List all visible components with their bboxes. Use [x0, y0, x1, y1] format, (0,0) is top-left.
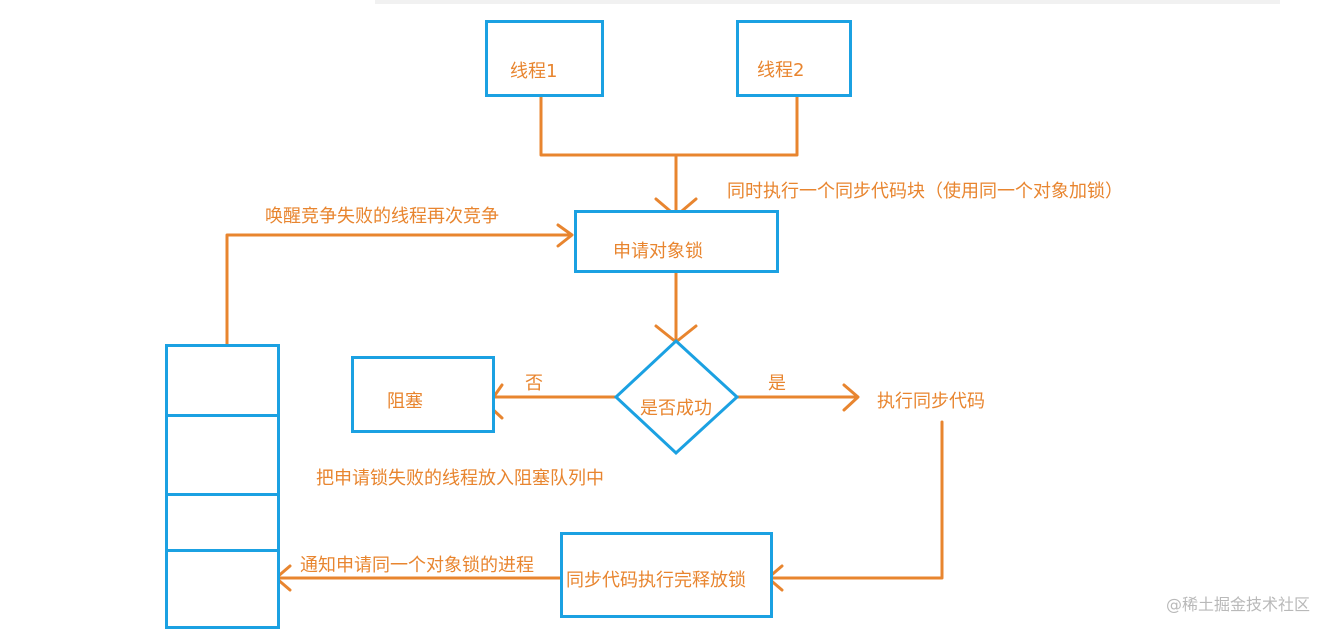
connector-thread2 — [674, 94, 799, 157]
top-bar — [375, 0, 1280, 4]
blocked-node — [351, 356, 495, 433]
queue-slot-2 — [165, 414, 280, 496]
watermark: @稀土掘金技术社区 — [1165, 595, 1310, 614]
apply-lock-label: 申请对象锁 — [613, 241, 703, 262]
connector-thread1 — [539, 94, 678, 157]
notify-label: 通知申请同一个对象锁的进程 — [300, 555, 534, 576]
thread1-node — [485, 20, 604, 97]
release-lock-node — [560, 532, 773, 618]
decision-label: 是否成功 — [640, 398, 712, 419]
arrowhead-execute — [842, 383, 860, 412]
connector-wake — [225, 233, 573, 347]
decision-diamond — [613, 338, 740, 456]
blocked-label: 阻塞 — [387, 391, 423, 412]
thread2-node — [736, 20, 852, 97]
apply-lock-node — [574, 210, 779, 273]
queue-slot-3 — [165, 493, 280, 552]
execute-sync-label: 执行同步代码 — [877, 391, 985, 412]
yes-label: 是 — [768, 373, 786, 394]
thread1-label: 线程1 — [510, 61, 558, 82]
release-lock-label: 同步代码执行完释放锁 — [566, 570, 746, 591]
thread2-label: 线程2 — [757, 60, 805, 81]
arrowhead-wake — [556, 223, 574, 248]
wake-retry-label: 唤醒竞争失败的线程再次竞争 — [265, 206, 499, 227]
queue-slot-1 — [165, 344, 280, 417]
no-label: 否 — [525, 373, 543, 394]
queue-slot-4 — [165, 549, 280, 629]
enqueue-blocked-label: 把申请锁失败的线程放入阻塞队列中 — [316, 468, 604, 489]
connector-execute-to-release — [768, 420, 944, 580]
sync-block-label: 同时执行一个同步代码块（使用同一个对象加锁） — [727, 181, 1123, 202]
